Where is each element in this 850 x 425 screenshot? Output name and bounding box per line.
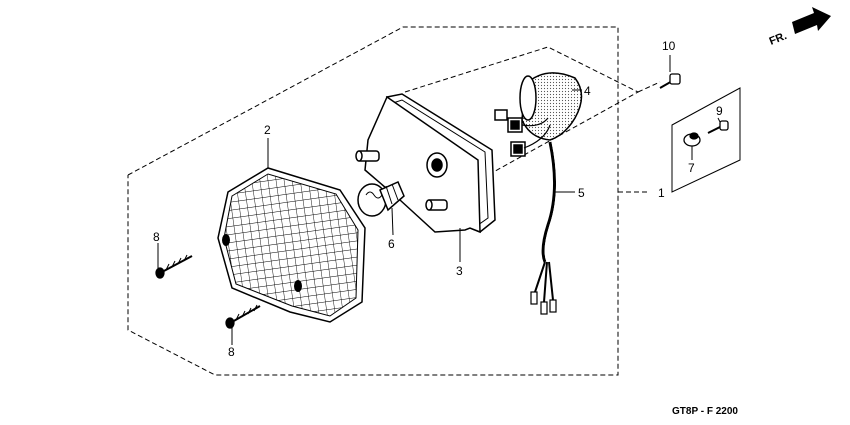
bulb-part: [357, 181, 405, 217]
housing-part: [355, 93, 496, 234]
screw-lower-left: [155, 254, 193, 279]
front-arrow-icon: [792, 7, 831, 34]
callout-2: 2: [264, 123, 271, 137]
screw-10: [659, 73, 681, 89]
callout-4: 4: [584, 84, 591, 98]
screw-bottom: [225, 304, 261, 329]
callout-9: 9: [716, 104, 723, 118]
callout-8-left: 8: [153, 230, 160, 244]
screw-9: [707, 120, 729, 134]
figure-code: GT8P - F 2200: [672, 406, 738, 417]
wire-part: [530, 141, 557, 315]
callout-8-bottom: 8: [228, 345, 235, 359]
collar-7: [683, 132, 701, 147]
callout-10: 10: [662, 39, 676, 53]
callout-1: 1: [658, 186, 665, 200]
direction-label: FR.: [768, 30, 789, 48]
callout-5: 5: [578, 186, 585, 200]
inset-frame: [671, 87, 741, 193]
callout-7: 7: [688, 161, 695, 175]
leader-lines: [157, 55, 721, 345]
callout-3: 3: [456, 264, 463, 278]
callout-6: 6: [388, 237, 395, 251]
lens-part: [217, 167, 366, 323]
socket-part: [494, 72, 583, 157]
